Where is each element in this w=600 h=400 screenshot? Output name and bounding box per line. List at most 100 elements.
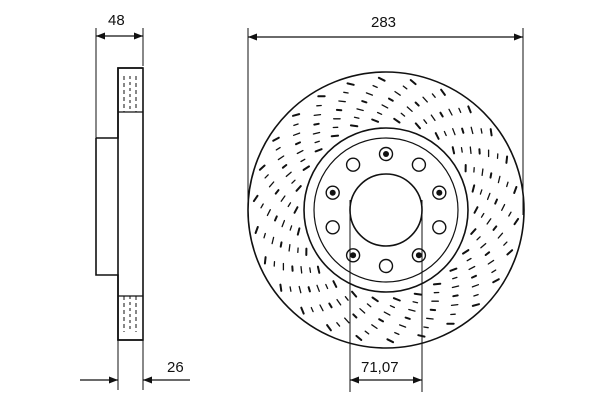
- vent-dash: [300, 265, 303, 274]
- vent-dash: [361, 100, 368, 104]
- vent-dash: [355, 334, 363, 341]
- vent-dash: [414, 101, 420, 107]
- vent-dash: [449, 267, 458, 272]
- vent-dash: [408, 308, 416, 312]
- side-profile-view: 48 26: [80, 12, 190, 390]
- vent-dash: [254, 226, 259, 234]
- vent-dash: [484, 251, 491, 256]
- dimension-label-26: 26: [167, 359, 184, 376]
- vent-dash: [292, 113, 301, 117]
- vent-dash: [439, 111, 444, 118]
- vent-dash: [491, 269, 497, 274]
- vent-dash: [486, 218, 492, 225]
- vent-dash: [371, 324, 378, 330]
- dimension-label-71-07: 71,07: [361, 359, 399, 376]
- bolt-center: [383, 151, 389, 157]
- vent-dash: [392, 297, 401, 302]
- vent-dash: [487, 259, 495, 265]
- vent-dash: [400, 112, 406, 117]
- vent-dash: [492, 225, 498, 231]
- vent-dash: [448, 108, 453, 116]
- vent-dash: [281, 219, 286, 228]
- front-view: 283 71,07: [247, 14, 525, 392]
- vent-dash: [451, 285, 460, 289]
- hub-hole: [345, 157, 361, 172]
- vent-dash: [443, 130, 447, 137]
- vent-dash: [476, 236, 481, 241]
- vent-dash: [513, 217, 520, 226]
- vent-dash: [332, 280, 338, 288]
- vent-dash: [260, 203, 264, 209]
- vent-dash: [450, 303, 459, 307]
- vent-dash: [268, 181, 275, 188]
- vent-dash: [452, 276, 458, 280]
- vent-dash: [349, 124, 359, 128]
- vent-dash: [452, 294, 459, 298]
- vent-dash: [473, 206, 479, 214]
- vent-dash: [338, 100, 346, 103]
- vent-dash: [506, 181, 509, 188]
- vent-dash: [458, 107, 462, 114]
- vent-dash: [377, 76, 386, 82]
- drilled-vent-pattern: [252, 76, 520, 344]
- vent-dash: [316, 284, 320, 292]
- vent-dash: [279, 283, 283, 292]
- vent-dash: [473, 293, 479, 297]
- center-bore: [349, 173, 423, 247]
- vent-dash: [263, 232, 266, 239]
- vent-dash: [300, 158, 306, 163]
- vent-dash: [298, 285, 302, 294]
- vent-dash: [479, 189, 483, 195]
- hub-hole: [325, 220, 340, 235]
- vent-dash: [252, 194, 259, 203]
- vent-dash: [471, 284, 480, 288]
- dimension-label-48: 48: [108, 12, 125, 29]
- vent-dash: [328, 302, 333, 309]
- vent-dash: [426, 317, 434, 320]
- vent-dash: [398, 324, 407, 328]
- vent-dash: [394, 90, 401, 96]
- vent-dash: [412, 301, 419, 304]
- vent-dash: [434, 132, 440, 140]
- vent-dash: [494, 198, 498, 205]
- vent-dash: [383, 311, 391, 316]
- vent-dash: [312, 131, 321, 135]
- vent-dash: [359, 308, 366, 314]
- vent-dash: [371, 296, 379, 303]
- vent-dash: [423, 119, 428, 124]
- vent-dash: [513, 186, 518, 194]
- vent-dash: [271, 236, 275, 245]
- vent-dash: [274, 189, 280, 195]
- friction-ring-profile: [117, 67, 144, 341]
- vent-dash: [480, 242, 487, 249]
- vent-dash: [414, 122, 421, 130]
- vent-dash: [386, 338, 395, 344]
- vent-dash: [356, 108, 364, 112]
- vent-dash: [381, 104, 389, 109]
- vent-dash: [451, 146, 456, 155]
- vent-dash: [309, 267, 312, 273]
- vent-dash: [480, 128, 483, 134]
- vent-dash: [295, 141, 301, 146]
- vent-dash: [274, 215, 278, 222]
- vent-dash: [272, 136, 280, 142]
- vent-dash: [497, 175, 501, 184]
- vent-dash: [296, 149, 304, 155]
- vent-dash: [336, 322, 341, 327]
- vent-dash: [281, 164, 288, 169]
- vent-dash: [291, 179, 296, 184]
- vent-dash: [492, 278, 500, 284]
- vent-dash: [466, 257, 472, 262]
- vent-dash: [501, 203, 506, 211]
- dimension-label-283: 283: [371, 14, 396, 31]
- vent-dash: [295, 185, 302, 192]
- vent-dash: [508, 211, 512, 217]
- vent-dash: [293, 206, 299, 214]
- vent-dash: [313, 122, 320, 126]
- hub-hole: [378, 258, 394, 274]
- vent-dash: [505, 155, 509, 164]
- vent-dash: [471, 303, 480, 307]
- vent-dash: [330, 134, 340, 138]
- vent-dash: [503, 241, 508, 246]
- vent-dash: [469, 146, 472, 155]
